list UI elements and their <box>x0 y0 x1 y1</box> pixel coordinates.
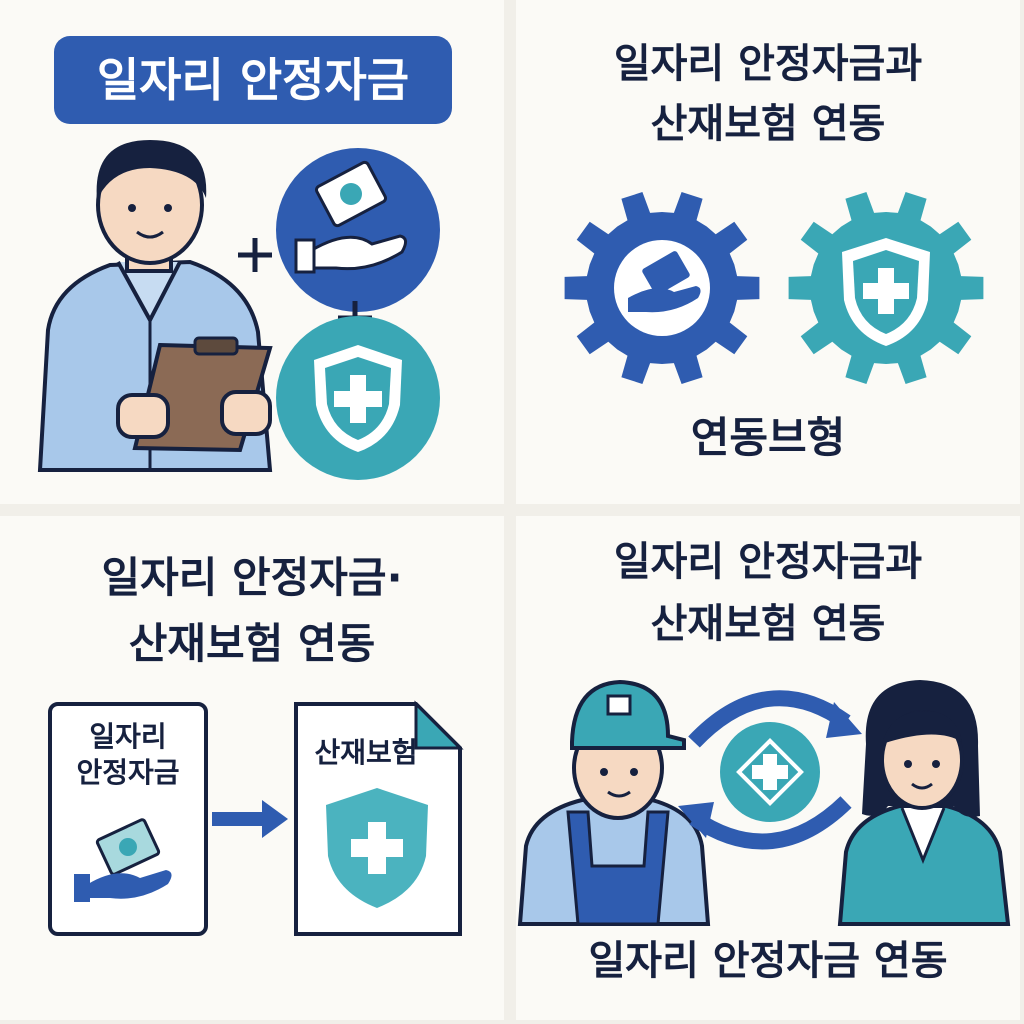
refresh-icon <box>678 690 862 850</box>
money-hand-icon <box>74 818 172 902</box>
illustration-documents <box>48 700 464 936</box>
money-hand-icon <box>614 240 710 336</box>
shield-icon <box>842 238 930 346</box>
illustration-worker-with-clipboard <box>37 140 440 480</box>
document-label-line2: 안정자금 <box>76 756 180 789</box>
plus-icon <box>238 238 272 272</box>
shield-icon <box>326 788 428 908</box>
document-label: 산재보험 <box>314 736 418 769</box>
banner-title: 일자리 안정자금 <box>54 36 452 124</box>
worker-figure <box>837 680 1011 926</box>
caption: 연동브형 <box>690 413 846 462</box>
panel-job-stability-fund: 일자리 안정자금 <box>0 0 504 504</box>
document-fold-corner <box>414 700 464 750</box>
panel-gear-linkage: 일자리 안정자금과 산재보험 연동 연동브형 <box>516 0 1020 504</box>
caption: 일자리 안정자금 연동 <box>588 938 948 984</box>
panel-title-line2: 산재보험 연동 <box>128 619 376 668</box>
worker-figure <box>517 679 711 926</box>
arrow-right-icon <box>212 800 288 838</box>
medical-badge-icon <box>720 722 820 822</box>
panel-worker-linkage: 일자리 안정자금과 산재보험 연동 <box>516 516 1020 1020</box>
clipboard-icon <box>116 336 273 453</box>
panel-title-line2: 산재보험 연동 <box>650 101 886 147</box>
panel-title-line1: 일자리 안정자금과 <box>613 539 923 585</box>
shield-icon <box>276 316 440 480</box>
panel-title-line1: 일자리 안정자금· <box>101 553 403 602</box>
illustration-linked-gears <box>564 192 984 384</box>
panel-title-line1: 일자리 안정자금과 <box>613 41 923 87</box>
panel-title-line2: 산재보험 연동 <box>650 601 886 647</box>
money-hand-icon <box>276 148 440 312</box>
document-label-line1: 일자리 <box>89 720 167 753</box>
illustration-workers-exchange <box>517 679 1011 926</box>
panel-document-linkage: 일자리 안정자금· 산재보험 연동 일자리 안정자금 산재보험 <box>0 516 504 1020</box>
